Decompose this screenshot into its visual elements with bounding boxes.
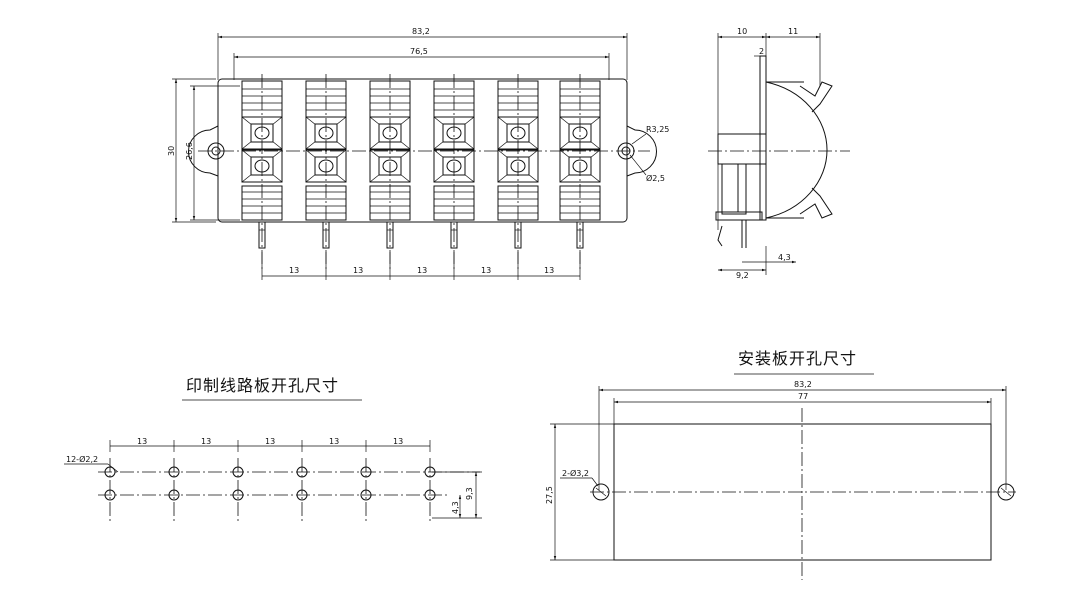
terminal-2 [305,74,347,272]
pcb-hole-2-1 [104,489,116,501]
pcb-hole-2-5 [360,489,372,501]
dim-height-outer: 30 [167,78,216,223]
side-view: 10 11 2 4,3 9,2 [708,27,850,280]
label-pcb-pitch-3: 13 [265,437,275,446]
label-panel-holes: 2-Ø3,2 [562,468,589,478]
front-view: 83,2 76,5 30 26,6 R [167,27,669,280]
terminal-1 [241,74,283,272]
pcb-hole-1-2 [168,466,180,478]
pcb-hole-2-3 [232,489,244,501]
dim-inner-width: 76,5 [233,47,610,80]
pcb-hole-1-3 [232,466,244,478]
side-plate [759,55,767,221]
pcb-cutout-view: 印制线路板开孔尺寸 12-Ø2,2 9,3 4,3 13 13 13 13 13 [64,376,482,522]
dim-overall-width: 83,2 [217,27,628,80]
pcb-hole-1-1 [104,466,116,478]
pcb-cutout-title: 印制线路板开孔尺寸 [186,376,339,395]
label-pitch-5: 13 [544,266,554,275]
label-height-inner: 26,6 [185,142,194,160]
label-side-bottom-width: 9,2 [736,271,749,280]
label-side-top-right: 11 [788,27,798,36]
label-height-outer: 30 [167,146,176,156]
pcb-hole-1-5 [360,466,372,478]
label-side-small: 2 [759,47,764,56]
label-ear-hole: Ø2,5 [646,173,665,183]
lower-clip [799,187,833,219]
pcb-hole-1-6 [424,466,436,478]
terminal-6 [559,74,601,272]
label-panel-inner-width: 77 [798,392,808,401]
label-side-top-left: 10 [737,27,747,36]
upper-clip [799,81,833,113]
label-side-bottom-small: 4,3 [778,253,791,262]
label-pcb-pitch-5: 13 [393,437,403,446]
label-overall-width: 83,2 [412,27,430,36]
label-pcb-pitch-4: 13 [329,437,339,446]
label-pcb-total-height: 9,3 [465,487,474,500]
pcb-hole-2-2 [168,489,180,501]
label-pitch-4: 13 [481,266,491,275]
label-pcb-pitch-2: 13 [201,437,211,446]
panel-hole-right [997,483,1015,501]
label-pitch-1: 13 [289,266,299,275]
label-panel-height: 27,5 [545,486,554,504]
label-pitch-3: 13 [417,266,427,275]
right-ear [626,125,657,177]
label-radius: R3,25 [646,125,669,134]
label-pitch-2: 13 [353,266,363,275]
label-panel-overall-width: 83,2 [794,380,812,389]
label-pcb-pitch-1: 13 [137,437,147,446]
panel-cutout-rect [613,423,992,561]
pcb-hole-array: 13 13 13 13 13 [104,437,436,522]
body-outline [217,78,628,223]
pcb-hole-1-4 [296,466,308,478]
pcb-hole-2-6 [424,489,436,501]
dim-height-inner: 26,6 [185,85,240,221]
panel-cutout-view: 安装板开孔尺寸 83,2 77 27,5 2-Ø3,2 [545,349,1016,580]
label-inner-width: 76,5 [410,47,428,56]
panel-hole-left [592,483,610,501]
terminal-array [241,74,601,272]
left-ear [188,125,219,177]
terminal-4 [433,74,475,272]
terminal-3 [369,74,411,272]
label-pcb-row-gap: 4,3 [451,501,460,514]
terminal-5 [497,74,539,272]
label-pcb-holes: 12-Ø2,2 [66,454,98,464]
pcb-hole-2-4 [296,489,308,501]
panel-cutout-title: 安装板开孔尺寸 [738,349,857,368]
dim-pitch-row: 13 13 13 13 13 [261,252,581,280]
